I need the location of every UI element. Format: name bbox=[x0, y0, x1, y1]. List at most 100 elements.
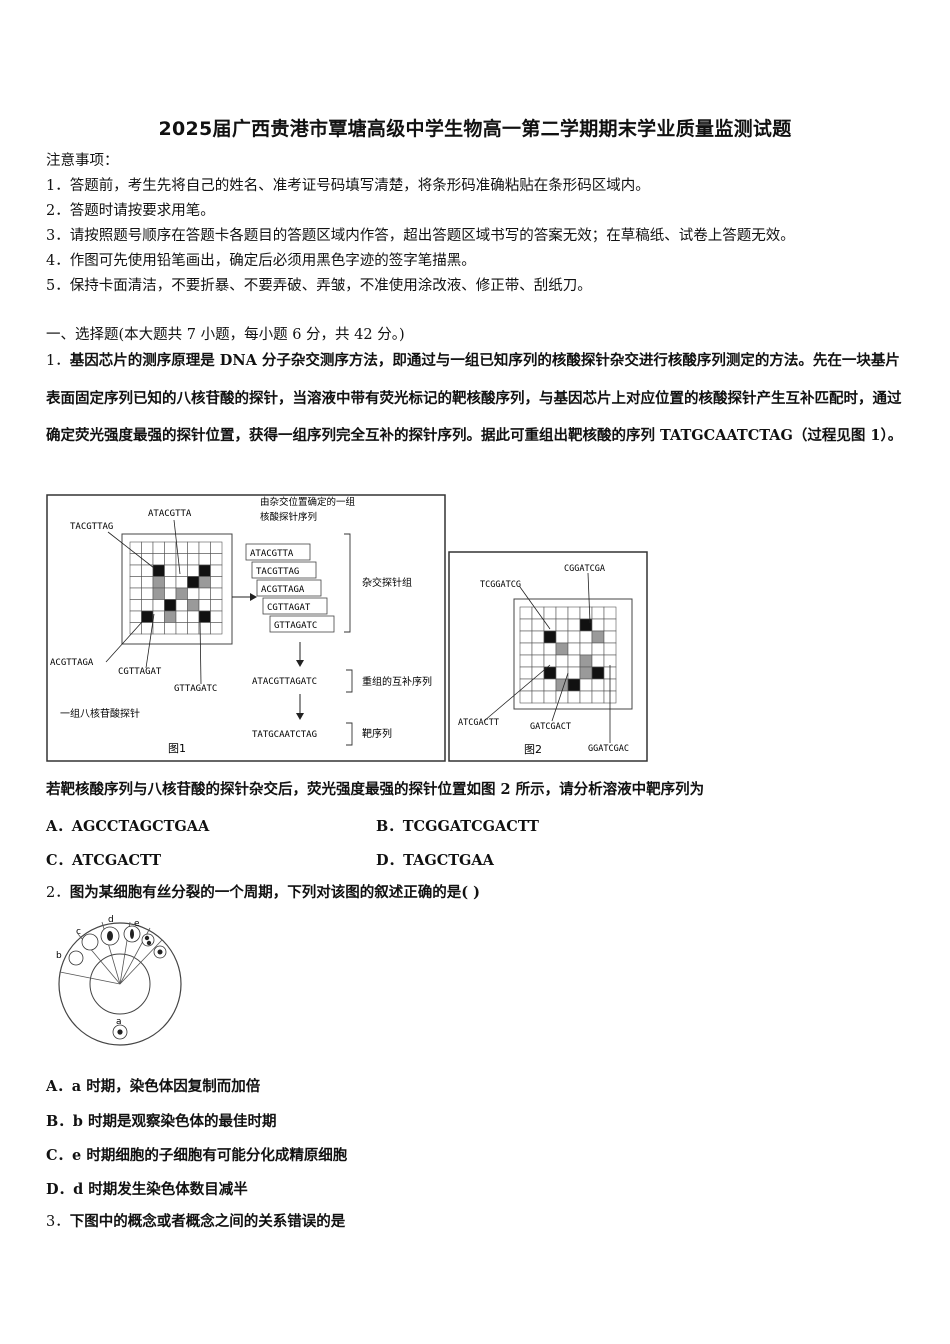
grid-cell bbox=[519, 654, 533, 668]
grid-cell bbox=[555, 642, 569, 656]
phase-label-b: b bbox=[56, 951, 62, 961]
grid-cell bbox=[567, 654, 581, 668]
grid-cell bbox=[187, 587, 200, 600]
chip-outer-frame bbox=[121, 533, 233, 645]
grid-cell bbox=[531, 642, 545, 656]
probe-label-top-mid: ATACGTTA bbox=[148, 509, 192, 519]
grid-cell bbox=[579, 678, 593, 692]
grid-cell bbox=[187, 599, 200, 612]
grid-cell bbox=[579, 630, 593, 644]
grid-cell bbox=[603, 642, 617, 656]
grid-cell bbox=[198, 587, 211, 600]
grid-cell bbox=[198, 564, 211, 577]
q2-option-b[interactable]: B．b 时期是观察染色体的最佳时期 bbox=[46, 1113, 277, 1130]
grid-cell bbox=[187, 622, 200, 635]
grid-cell bbox=[519, 606, 533, 620]
grid-cell bbox=[519, 618, 533, 632]
grid-cell bbox=[555, 690, 569, 704]
grid-cell bbox=[531, 678, 545, 692]
fig2-probe-bottom-mid: GATCGACT bbox=[530, 722, 571, 732]
grid-cell bbox=[591, 654, 605, 668]
fig2-probe-top-left: TCGGATCG bbox=[480, 580, 521, 590]
grid-cell bbox=[543, 690, 557, 704]
cell-cycle-figure: a b c d e bbox=[56, 915, 182, 1046]
probe-label-top-left: TACGTTAG bbox=[70, 522, 113, 532]
grid-cell bbox=[555, 618, 569, 632]
stack-header-line-1: 由杂交位置确定的一组 bbox=[260, 496, 356, 508]
probe-group-label: 一组八核苷酸探针 bbox=[60, 707, 140, 720]
notice-heading: 注意事项： bbox=[46, 153, 119, 169]
grid-cell bbox=[129, 599, 142, 612]
grid-cell bbox=[543, 630, 557, 644]
stack-probe-3: ACGTTAGA bbox=[261, 585, 305, 595]
section-heading: 一、选择题(本大题共 7 小题，每小题 6 分，共 42 分。) bbox=[46, 327, 405, 343]
probe-label-bottom-3: GTTAGATC bbox=[174, 684, 217, 694]
phase-label-d: d bbox=[108, 915, 114, 925]
grid-cell bbox=[187, 553, 200, 566]
grid-cell bbox=[603, 606, 617, 620]
stack-probe-1: ATACGTTA bbox=[250, 549, 294, 559]
grid-cell bbox=[579, 642, 593, 656]
grid-cell bbox=[210, 610, 223, 623]
grid-cell bbox=[531, 690, 545, 704]
question-2-text: 2．图为某细胞有丝分裂的一个周期，下列对该图的叙述正确的是( ) bbox=[46, 883, 480, 903]
grid-cell bbox=[591, 618, 605, 632]
grid-cell bbox=[164, 541, 177, 554]
recombined-label: 重组的互补序列 bbox=[362, 675, 432, 688]
stack-bracket bbox=[344, 533, 351, 633]
grid-cell bbox=[198, 622, 211, 635]
grid-cell bbox=[152, 587, 165, 600]
grid-cell bbox=[519, 666, 533, 680]
q1-option-a[interactable]: A．AGCCTAGCTGAA bbox=[46, 818, 210, 835]
grid-cell bbox=[129, 576, 142, 589]
figure-1-label: 图1 bbox=[168, 742, 186, 755]
q1-option-c[interactable]: C．ATCGACTT bbox=[46, 852, 162, 869]
q1-option-b[interactable]: B．TCGGATCGACTT bbox=[376, 818, 539, 835]
q2-option-a[interactable]: A．a 时期，染色体因复制而加倍 bbox=[46, 1078, 261, 1095]
grid-cell bbox=[591, 642, 605, 656]
question-1-prompt: 若靶核酸序列与八核苷酸的探针杂交后，荧光强度最强的探针位置如图 2 所示，请分析… bbox=[46, 781, 705, 798]
question-number: 1． bbox=[46, 353, 70, 369]
q1-option-d[interactable]: D．TAGCTGAA bbox=[376, 852, 494, 869]
fig2-probe-bottom-right: GGATCGAC bbox=[588, 744, 629, 754]
notice-item-1: 1．答题前，考生先将自己的姓名、准考证号码填写清楚，将条形码准确粘贴在条形码区域… bbox=[46, 178, 650, 194]
chip2-grid bbox=[519, 606, 617, 704]
grid-cell bbox=[567, 618, 581, 632]
question-2-body: 图为某细胞有丝分裂的一个周期，下列对该图的叙述正确的是( ) bbox=[69, 884, 481, 901]
grid-cell bbox=[187, 610, 200, 623]
grid-cell bbox=[210, 553, 223, 566]
grid-cell bbox=[555, 606, 569, 620]
cycle-inner-circle bbox=[89, 953, 151, 1015]
q2-option-d[interactable]: D．d 时期发生染色体数目减半 bbox=[46, 1181, 248, 1198]
notice-item-3: 3．请按照题号顺序在答题卡各题目的答题区域内作答，超出答题区域书写的答案无效；在… bbox=[46, 228, 795, 244]
grid-cell bbox=[175, 622, 188, 635]
grid-cell bbox=[567, 666, 581, 680]
grid-cell bbox=[579, 654, 593, 668]
chip-grid bbox=[129, 541, 223, 635]
grid-cell bbox=[555, 654, 569, 668]
arrow-down-1-head bbox=[296, 660, 304, 667]
question-3-text: 3．下图中的概念或者概念之间的关系错误的是 bbox=[46, 1212, 345, 1232]
pointer-lines bbox=[105, 519, 202, 685]
grid-cell bbox=[175, 576, 188, 589]
arrow-down-2-head bbox=[296, 713, 304, 720]
grid-cell bbox=[579, 606, 593, 620]
question-3-body: 下图中的概念或者概念之间的关系错误的是 bbox=[69, 1213, 346, 1230]
grid-cell bbox=[164, 599, 177, 612]
grid-cell bbox=[152, 541, 165, 554]
notice-item-4: 4．作图可先使用铅笔画出，确定后必须用黑色字迹的签字笔描黑。 bbox=[46, 253, 476, 269]
grid-cell bbox=[129, 610, 142, 623]
grid-cell bbox=[519, 630, 533, 644]
grid-cell bbox=[210, 564, 223, 577]
question-1-body: 基因芯片的测序原理是 DNA 分子杂交测序方法，即通过与一组已知序列的核酸探针杂… bbox=[46, 352, 903, 444]
grid-cell bbox=[129, 587, 142, 600]
grid-cell bbox=[198, 610, 211, 623]
probe-stack: ATACGTTA TACGTTAG ACGTTAGA CGTTAGAT GTTA… bbox=[245, 543, 335, 633]
grid-cell bbox=[519, 690, 533, 704]
recombined-bracket bbox=[346, 669, 353, 693]
grid-cell bbox=[603, 630, 617, 644]
grid-cell bbox=[175, 564, 188, 577]
grid-cell bbox=[543, 678, 557, 692]
q2-option-c[interactable]: C．e 时期细胞的子细胞有可能分化成精原细胞 bbox=[46, 1147, 348, 1164]
fig2-probe-top-right: CGGATCGA bbox=[564, 564, 605, 574]
